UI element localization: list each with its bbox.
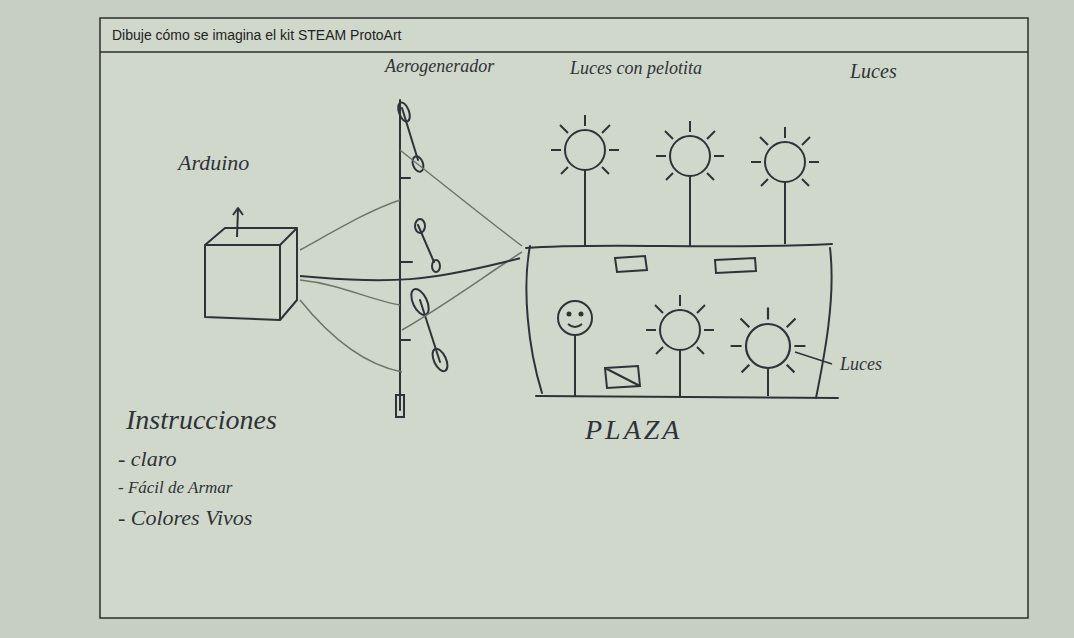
instruction-item: - Colores Vivos — [118, 505, 252, 531]
form-frame — [100, 18, 1028, 618]
plaza-region: PLAZA — [520, 238, 840, 463]
node-text-holder: PLAZA — [520, 238, 840, 446]
arduino-board: Arduino — [175, 150, 300, 330]
bench-symbols — [605, 256, 756, 388]
wind-turbine-column — [396, 100, 451, 417]
turbine-label: Aerogenerador — [385, 56, 494, 77]
leader-line — [795, 352, 832, 364]
node-label: Arduino — [178, 150, 249, 176]
instruction-item: - claro — [118, 446, 176, 472]
instructions-heading: Instrucciones — [126, 404, 277, 436]
lamp-posts — [551, 115, 819, 396]
lights-label: Luces con pelotita — [570, 58, 702, 79]
wires — [300, 150, 522, 372]
form-title: Dibuje cómo se imagina el kit STEAM Prot… — [112, 27, 401, 43]
wire-connector — [300, 258, 520, 280]
lights-label: Luces — [850, 60, 897, 83]
instruction-item: - Fácil de Armar — [118, 478, 232, 498]
plaza-outline — [526, 244, 838, 398]
lights-label: Luces — [840, 354, 882, 375]
node-label: PLAZA — [585, 414, 682, 446]
arduino-cube — [205, 208, 297, 320]
node-text-holder: Arduino — [175, 150, 300, 176]
node-shape — [175, 150, 300, 330]
header-rule — [100, 51, 1028, 53]
